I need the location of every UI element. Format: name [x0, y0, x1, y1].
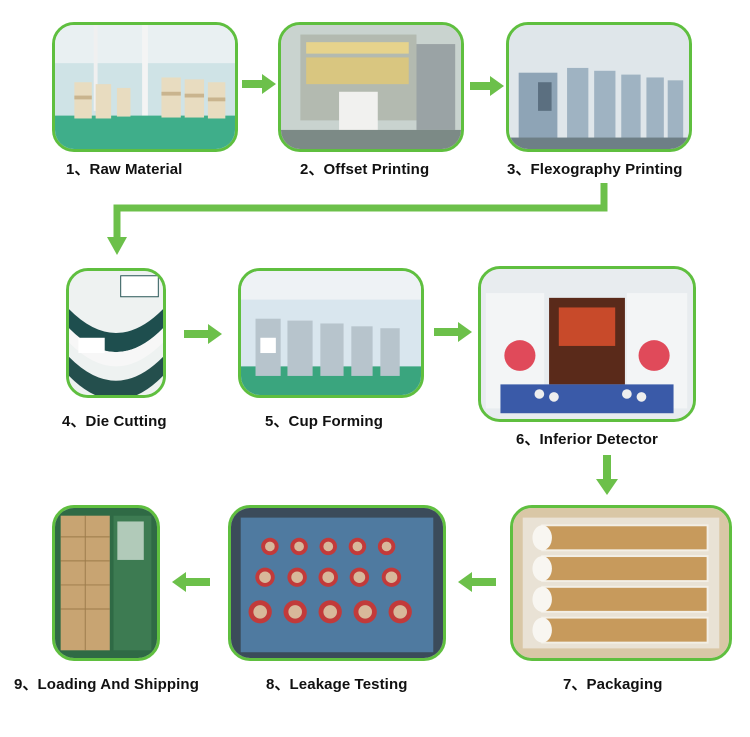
arrow-6-to-7: [596, 455, 618, 495]
step-8-photo: [228, 505, 446, 661]
arrow-7-to-8: [458, 572, 496, 592]
arrow-2-to-3: [470, 76, 504, 96]
step-9-label: 9、Loading And Shipping: [14, 676, 199, 693]
arrow-5-to-6: [434, 322, 472, 342]
step-7-label: 7、Packaging: [563, 676, 663, 693]
step-3-label: 3、Flexography Printing: [507, 161, 683, 178]
arrow-3-to-4: [104, 183, 614, 259]
step-6-photo: [478, 266, 696, 422]
step-8-label: 8、Leakage Testing: [266, 676, 408, 693]
step-9-photo: [52, 505, 160, 661]
step-1-label: 1、Raw Material: [66, 161, 183, 178]
step-5-photo: [238, 268, 424, 398]
step-5-label: 5、Cup Forming: [265, 413, 383, 430]
step-7-photo: [510, 505, 732, 661]
step-2-photo: [278, 22, 464, 152]
step-6-label: 6、Inferior Detector: [516, 431, 658, 448]
step-4-label: 4、Die Cutting: [62, 413, 167, 430]
step-1-photo: [52, 22, 238, 152]
step-3-photo: [506, 22, 692, 152]
arrow-8-to-9: [172, 572, 210, 592]
step-4-photo: [66, 268, 166, 398]
arrow-4-to-5: [184, 324, 222, 344]
step-2-label: 2、Offset Printing: [300, 161, 430, 178]
arrow-1-to-2: [242, 74, 276, 94]
